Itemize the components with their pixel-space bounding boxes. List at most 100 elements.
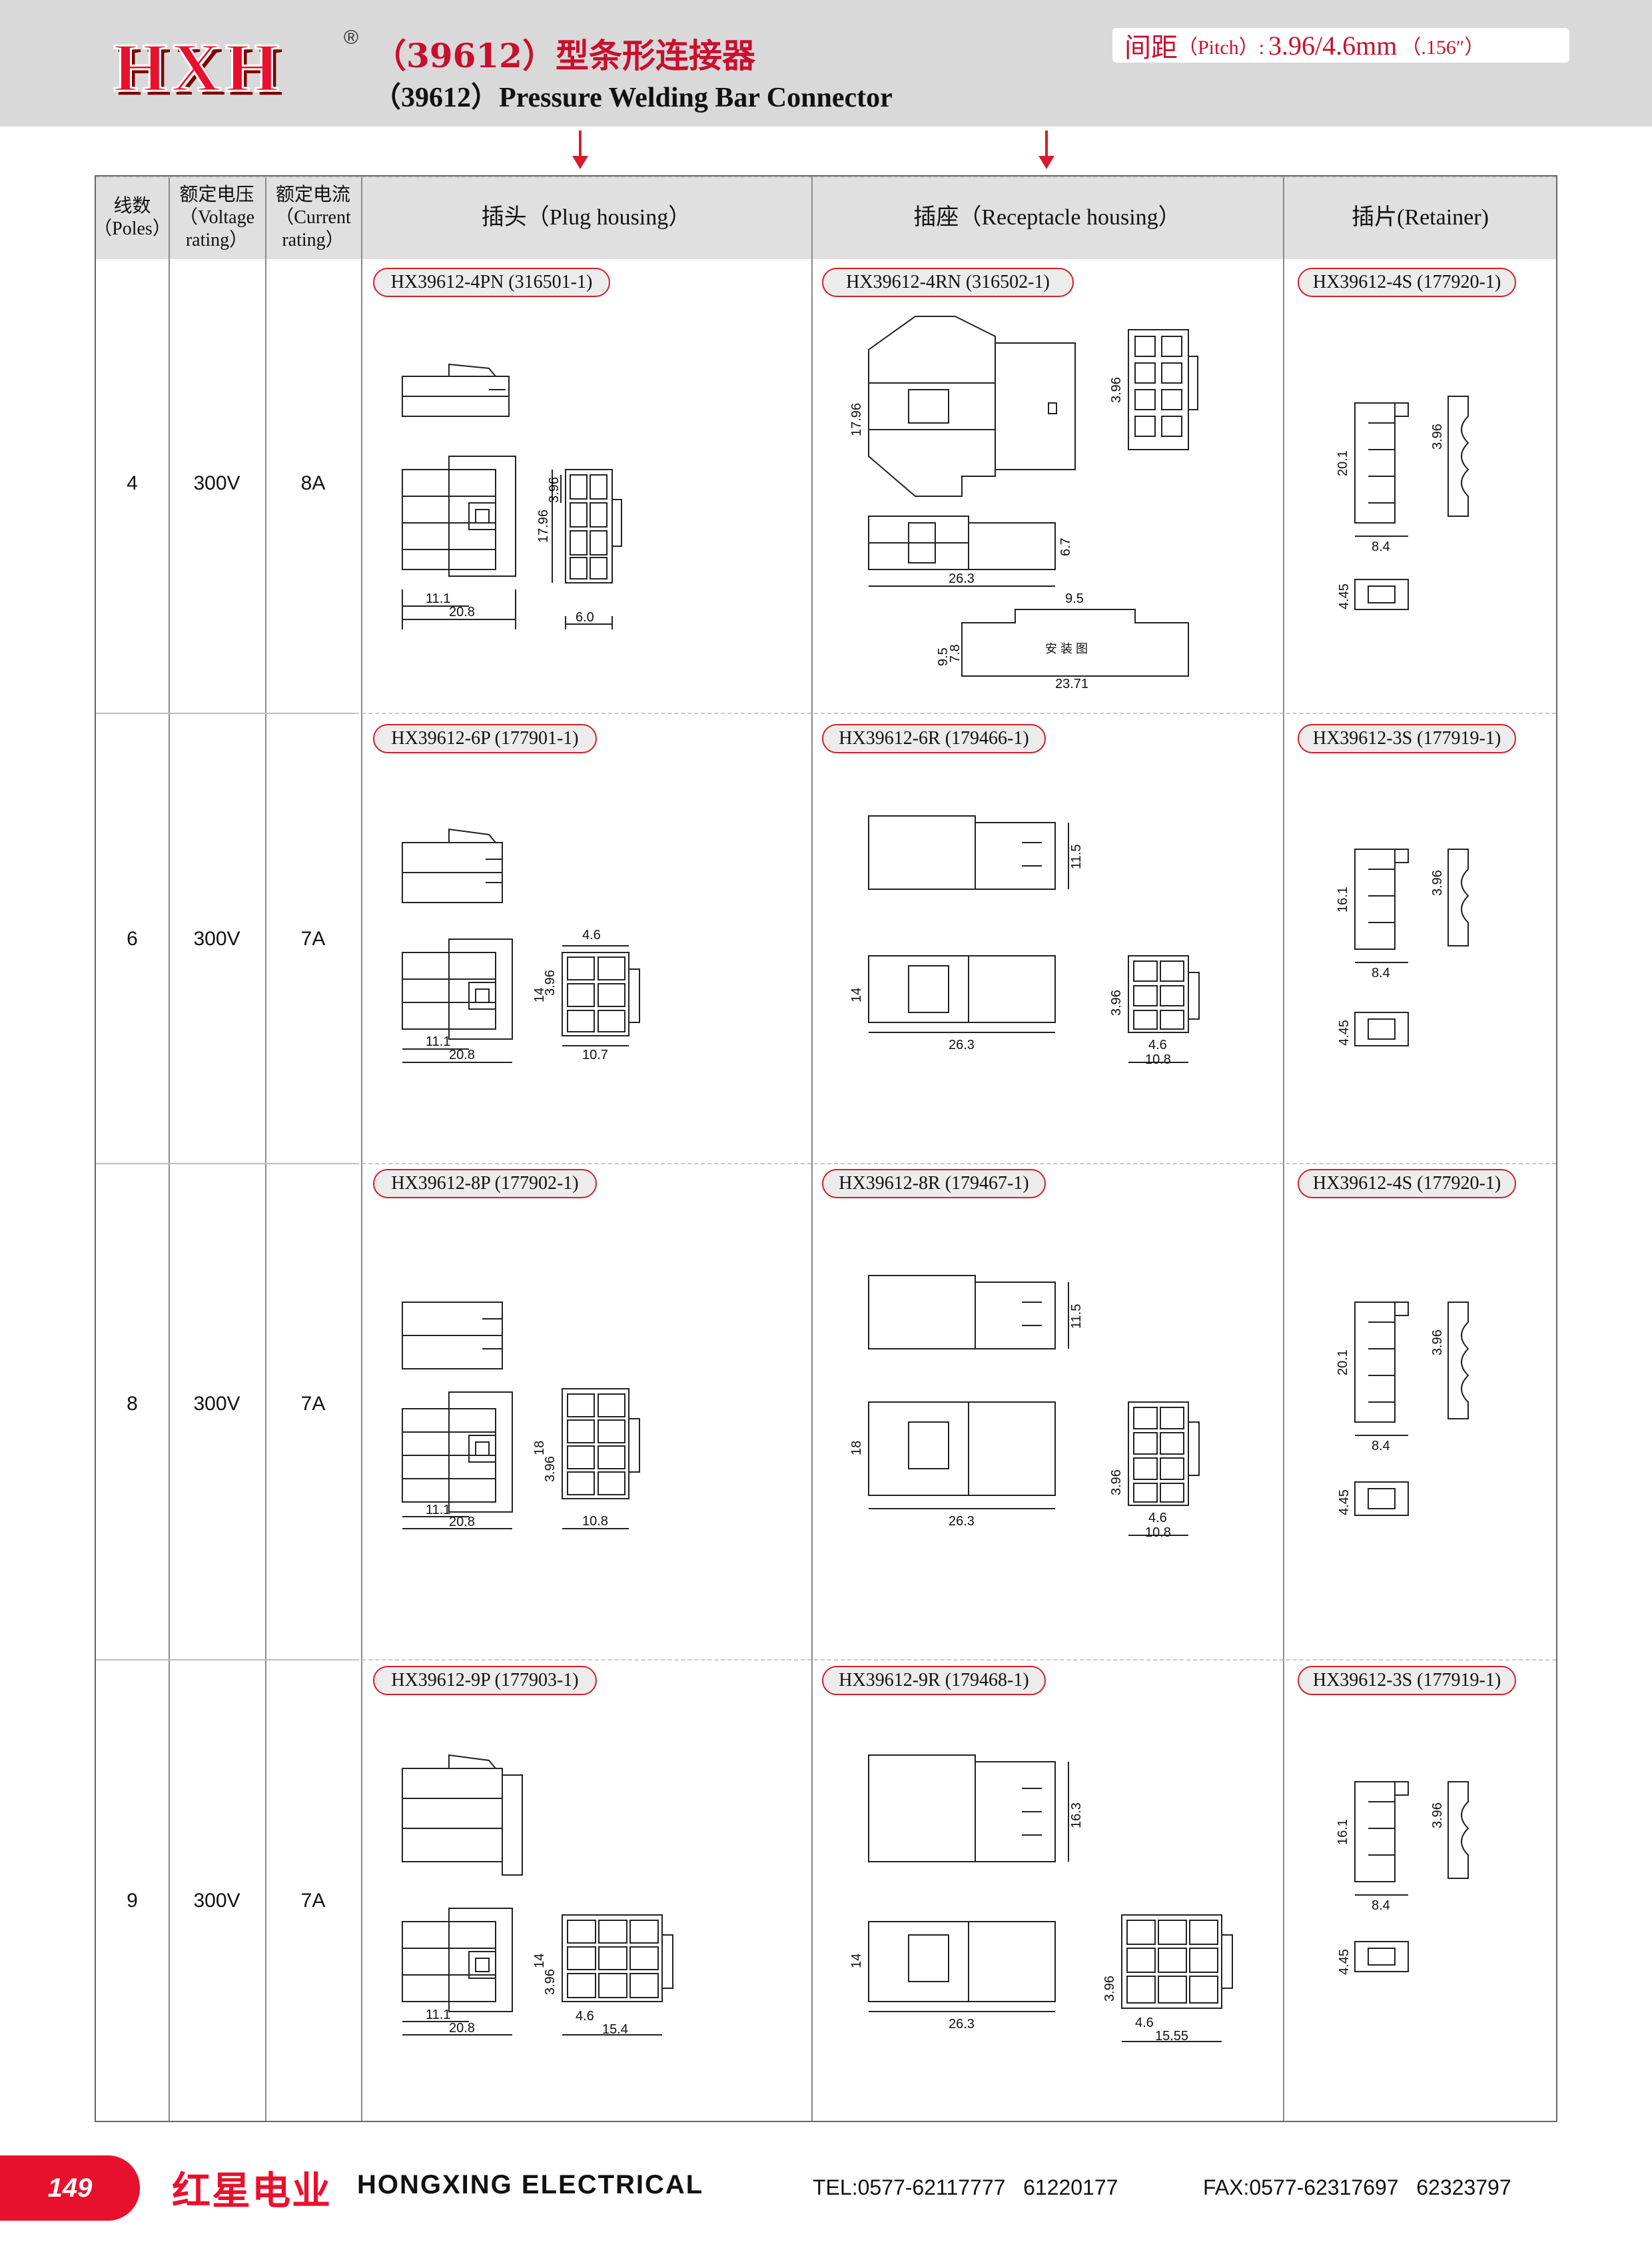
receptacle-drawing: 11.5 14 26.3 3.96 4.6 10.8 xyxy=(849,815,1200,1067)
dimension-label: 11.1 xyxy=(426,1034,450,1049)
row-divider xyxy=(96,1659,1556,1661)
header-poles: 线数 （Poles） xyxy=(93,177,171,259)
dimension-label: 10.8 xyxy=(1145,1052,1171,1067)
part-number-label: HX39612-9R (179468-1) xyxy=(822,1666,1046,1695)
column-divider xyxy=(361,177,362,2121)
dimension-label: 14 xyxy=(849,1954,864,1968)
dimension-label: 9.5 xyxy=(936,647,951,666)
current-cell: 7A xyxy=(300,1890,326,1912)
part-number-label: HX39612-8P (177902-1) xyxy=(373,1169,597,1198)
row-divider xyxy=(96,1163,356,1164)
poles-cell: 9 xyxy=(127,1890,138,1912)
column-divider xyxy=(265,177,266,2121)
arrow-down-icon xyxy=(572,131,588,169)
current-cell: 7A xyxy=(300,1393,326,1415)
svg-text:HXH: HXH xyxy=(117,37,287,104)
dimension-label: 11.5 xyxy=(1069,1304,1084,1329)
retainer-drawing: 16.1 3.96 8.4 4.45 xyxy=(1336,849,1469,1046)
dimension-label: 3.96 xyxy=(543,1456,558,1482)
dimension-label: 20.1 xyxy=(1336,450,1350,476)
hxh-logo: HXH HXH xyxy=(113,29,340,111)
dimension-label: 7.8 xyxy=(948,644,963,663)
header-current-label: 额定电流 （Current rating） xyxy=(275,185,351,250)
retainer-drawing: 20.1 3.96 8.4 4.45 xyxy=(1336,1302,1469,1516)
part-number-label: HX39612-4RN (316502-1) xyxy=(822,268,1074,297)
part-number-label: HX39612-3S (177919-1) xyxy=(1298,724,1516,753)
voltage-cell: 300V xyxy=(193,1393,240,1415)
dimension-label: 8.4 xyxy=(1372,966,1390,980)
column-divider xyxy=(811,177,813,2121)
dimension-label: 4.6 xyxy=(1148,1038,1167,1052)
part-number-label: HX39612-8R (179467-1) xyxy=(822,1169,1046,1198)
dimension-label: 10.8 xyxy=(1145,1525,1171,1540)
dimension-label: 4.6 xyxy=(1148,1511,1167,1525)
dimension-label: 18 xyxy=(532,1441,547,1455)
dimension-label: 11.1 xyxy=(426,2008,450,2022)
retainer-drawing: 20.1 3.96 8.4 4.45 xyxy=(1336,396,1469,610)
dimension-label: 11.5 xyxy=(1069,845,1084,869)
pitch-box: 间距 （Pitch）: 3.96/4.6mm （.156″） xyxy=(1112,28,1569,63)
dimension-label: 8.4 xyxy=(1372,1898,1390,1913)
retainer-drawing: 16.1 3.96 8.4 4.45 xyxy=(1336,1781,1469,1975)
receptacle-drawing: 16.3 14 26.3 3.96 4.6 15.55 xyxy=(849,1754,1233,2044)
header-receptacle: 插座（Receptacle housing） xyxy=(811,177,1283,259)
dimension-label: 6.0 xyxy=(576,610,594,625)
plug-drawing: 14 3.96 11.1 20.8 4.6 15.4 xyxy=(402,1754,673,2037)
header-plug-label: 插头（Plug housing） xyxy=(481,205,691,230)
current-cell: 8A xyxy=(300,472,326,494)
install-diagram-label: 安 装 图 xyxy=(1045,642,1088,655)
dimension-label: 10.8 xyxy=(582,1514,608,1529)
dimension-label: 20.8 xyxy=(449,605,475,619)
dimension-label: 18 xyxy=(849,1441,864,1455)
connector-table: 线数 （Poles） 额定电压 （Voltage rating） 额定电流 （C… xyxy=(93,175,1557,2122)
dimension-label: 14 xyxy=(849,988,864,1002)
dimension-label: 26.3 xyxy=(949,1514,975,1529)
dimension-label: 20.8 xyxy=(449,1048,475,1062)
dimension-label: 4.6 xyxy=(576,2009,594,2024)
column-divider xyxy=(1283,177,1284,2121)
dimension-label: 11.1 xyxy=(426,591,450,606)
receptacle-drawing: 17.96 3.96 6.7 26.3 9.5 9.5 7.8 23.71 安 … xyxy=(849,316,1198,689)
dimension-label: 3.96 xyxy=(547,477,562,503)
dimension-label: 4.45 xyxy=(1337,1949,1352,1975)
dimension-label: 6.7 xyxy=(1058,538,1073,556)
plug-drawing: 4.6 3.96 14 11.1 20.8 10.7 xyxy=(402,828,640,1063)
arrow-down-icon xyxy=(1038,131,1054,169)
brand-name-en: HONGXING ELECTRICAL xyxy=(357,2170,704,2199)
page-header xyxy=(0,0,1652,127)
dimension-label: 3.96 xyxy=(1109,377,1124,403)
page-number: 149 xyxy=(0,2155,140,2221)
page-title-en: （39612）Pressure Welding Bar Connector xyxy=(373,83,893,113)
dimension-label: 3.96 xyxy=(1430,870,1445,896)
part-number-label: HX39612-6R (179466-1) xyxy=(822,724,1046,753)
part-number-label: HX39612-9P (177903-1) xyxy=(373,1666,597,1695)
dimension-label: 20.1 xyxy=(1336,1349,1350,1375)
poles-cell: 4 xyxy=(127,472,138,494)
header-retainer: 插片(Retainer) xyxy=(1283,177,1557,259)
dimension-label: 16.3 xyxy=(1069,1802,1084,1828)
part-number-label: HX39612-4S (177920-1) xyxy=(1298,1169,1516,1198)
dimension-label: 3.96 xyxy=(1430,1802,1445,1828)
column-divider xyxy=(169,177,170,2121)
part-number-label: HX39612-4PN (316501-1) xyxy=(373,268,610,297)
header-poles-label: 线数 （Poles） xyxy=(93,196,171,239)
dimension-label: 10.7 xyxy=(582,1048,608,1062)
header-voltage-label: 额定电压 （Voltage rating） xyxy=(179,185,255,250)
pitch-label-en: （Pitch）: xyxy=(1178,37,1265,59)
dimension-label: 23.71 xyxy=(1055,677,1088,689)
row-divider xyxy=(96,177,1556,178)
telephone: TEL:0577-62117777 61220177 xyxy=(813,2175,1118,2199)
receptacle-drawing: 11.5 18 26.3 3.96 4.6 10.8 xyxy=(849,1275,1200,1540)
dimension-label: 4.45 xyxy=(1337,1489,1352,1515)
pitch-value: 3.96/4.6mm xyxy=(1268,30,1398,61)
header-current: 额定电流 （Current rating） xyxy=(265,177,361,259)
dimension-label: 9.5 xyxy=(1065,591,1084,606)
current-cell: 7A xyxy=(300,928,326,950)
dimension-label: 16.1 xyxy=(1336,1819,1350,1845)
dimension-label: 26.3 xyxy=(949,1038,975,1052)
svg-text:HXH: HXH xyxy=(113,37,283,104)
dimension-label: 3.96 xyxy=(1109,1469,1124,1495)
dimension-label: 3.96 xyxy=(543,1969,558,1995)
dimension-label: 20.8 xyxy=(449,2021,475,2036)
dimension-label: 3.96 xyxy=(1430,1329,1445,1355)
